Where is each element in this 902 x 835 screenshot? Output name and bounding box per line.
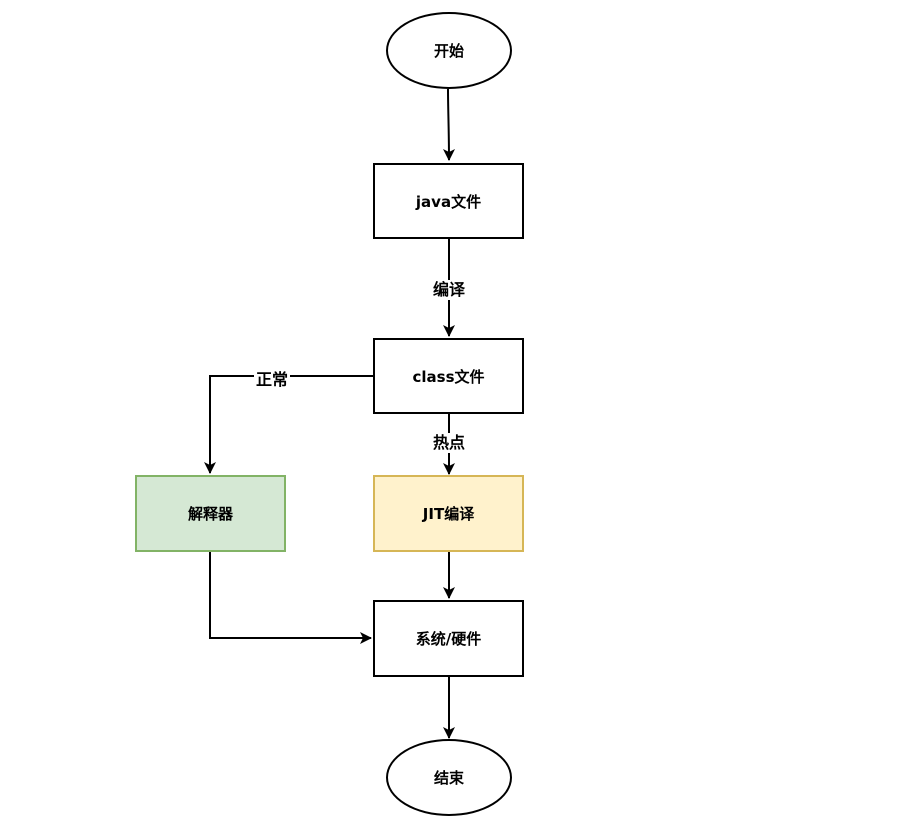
java-file-node-label: java文件 xyxy=(415,192,482,211)
start-node-label: 开始 xyxy=(433,42,464,60)
edge-interpreter-to-system xyxy=(209,551,372,644)
jit-compile-node-label: JIT编译 xyxy=(422,505,475,523)
interpreter-node-label: 解释器 xyxy=(187,505,233,523)
class-file-node: class文件 xyxy=(373,338,524,414)
interpreter-node: 解释器 xyxy=(135,475,286,552)
edge-class-to-interpreter xyxy=(204,375,373,474)
edge-label-hotspot: 热点 xyxy=(431,433,468,453)
edge-label-normal: 正常 xyxy=(254,370,291,390)
java-file-node: java文件 xyxy=(373,163,524,239)
system-hardware-node-label: 系统/硬件 xyxy=(415,630,482,648)
start-node: 开始 xyxy=(386,12,512,89)
class-file-node-label: class文件 xyxy=(412,367,485,386)
end-node: 结束 xyxy=(386,739,512,816)
edge-label-compile: 编译 xyxy=(431,280,468,300)
system-hardware-node: 系统/硬件 xyxy=(373,600,524,677)
end-node-label: 结束 xyxy=(433,769,464,787)
edge-start-to-java xyxy=(442,88,455,161)
jit-compile-node: JIT编译 xyxy=(373,475,524,552)
